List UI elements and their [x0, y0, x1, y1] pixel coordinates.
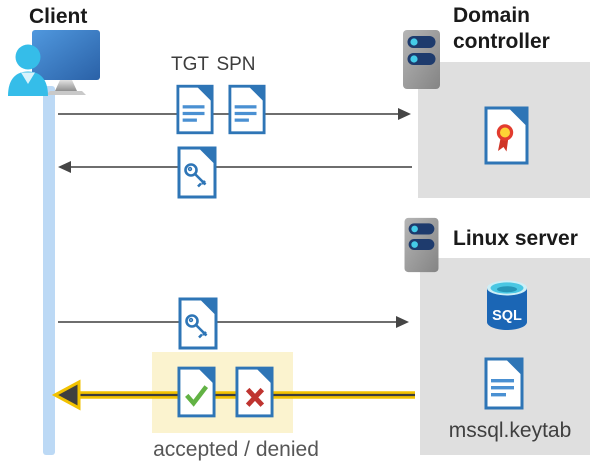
server-icon	[403, 30, 440, 89]
server-icon	[404, 217, 439, 273]
user-at-computer-icon	[8, 30, 100, 96]
spn-document-icon	[228, 84, 266, 135]
denied-cross-document-icon	[235, 366, 274, 418]
sql-database-icon: SQL	[487, 280, 527, 330]
arrow-service-ticket	[58, 316, 409, 328]
key-document-icon	[178, 297, 218, 350]
client-timeline-bar	[43, 86, 55, 455]
client-title: Client	[29, 5, 88, 28]
result-caption: accepted / denied	[153, 438, 319, 461]
linux-server-title: Linux server	[453, 227, 578, 250]
tgt-label: TGT	[171, 54, 209, 75]
arrow-ticket-response	[58, 161, 412, 173]
keytab-document-icon	[484, 357, 524, 410]
sql-badge-label: SQL	[492, 308, 522, 324]
domain-controller-title: Domain controller	[453, 4, 550, 53]
certificate-document-icon	[484, 106, 529, 165]
key-document-icon	[177, 146, 217, 199]
spn-label: SPN	[216, 54, 256, 75]
keytab-file-label: mssql.keytab	[448, 419, 572, 442]
tgt-document-icon	[176, 84, 214, 135]
accepted-check-document-icon	[177, 366, 216, 418]
